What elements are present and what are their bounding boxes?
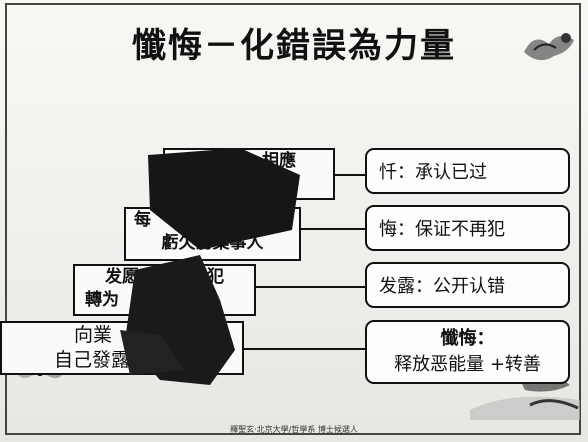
step-box-4-line1: 懺悔： bbox=[440, 328, 495, 349]
slide-footer: 釋聖玄·北京大學/哲學系 博士候選人 bbox=[230, 425, 358, 434]
step-box-3: 发露：公开认错 bbox=[365, 262, 570, 308]
connector-3 bbox=[256, 286, 365, 288]
step-box-2-text: 悔：保证不再犯 bbox=[379, 219, 505, 240]
pyramid-step-2-line1: 每 bbox=[134, 210, 151, 230]
step-box-2: 悔：保证不再犯 bbox=[365, 205, 570, 251]
step-box-4: 懺悔： 释放恶能量 +转善 bbox=[365, 320, 570, 384]
step-box-4-line2: 释放恶能量 +转善 bbox=[394, 354, 541, 375]
step-box-1: 忏：承认已过 bbox=[365, 148, 570, 194]
step-box-1-text: 忏：承认已过 bbox=[379, 162, 487, 183]
connector-4 bbox=[244, 348, 365, 350]
flower-decoration bbox=[524, 33, 574, 61]
pyramid-step-4-line2: 自己發露（ bbox=[54, 349, 150, 371]
pyramid-step-4-line1: 向業 bbox=[74, 324, 113, 346]
slide-frame bbox=[5, 3, 581, 435]
connector-1 bbox=[335, 174, 365, 176]
step-box-3-text: 发露：公开认错 bbox=[379, 276, 505, 297]
connector-2 bbox=[301, 228, 365, 230]
pyramid-step-3-line2: 轉为 bbox=[85, 290, 119, 310]
slide-title: 懺悔－化錯誤為力量 bbox=[132, 26, 456, 66]
